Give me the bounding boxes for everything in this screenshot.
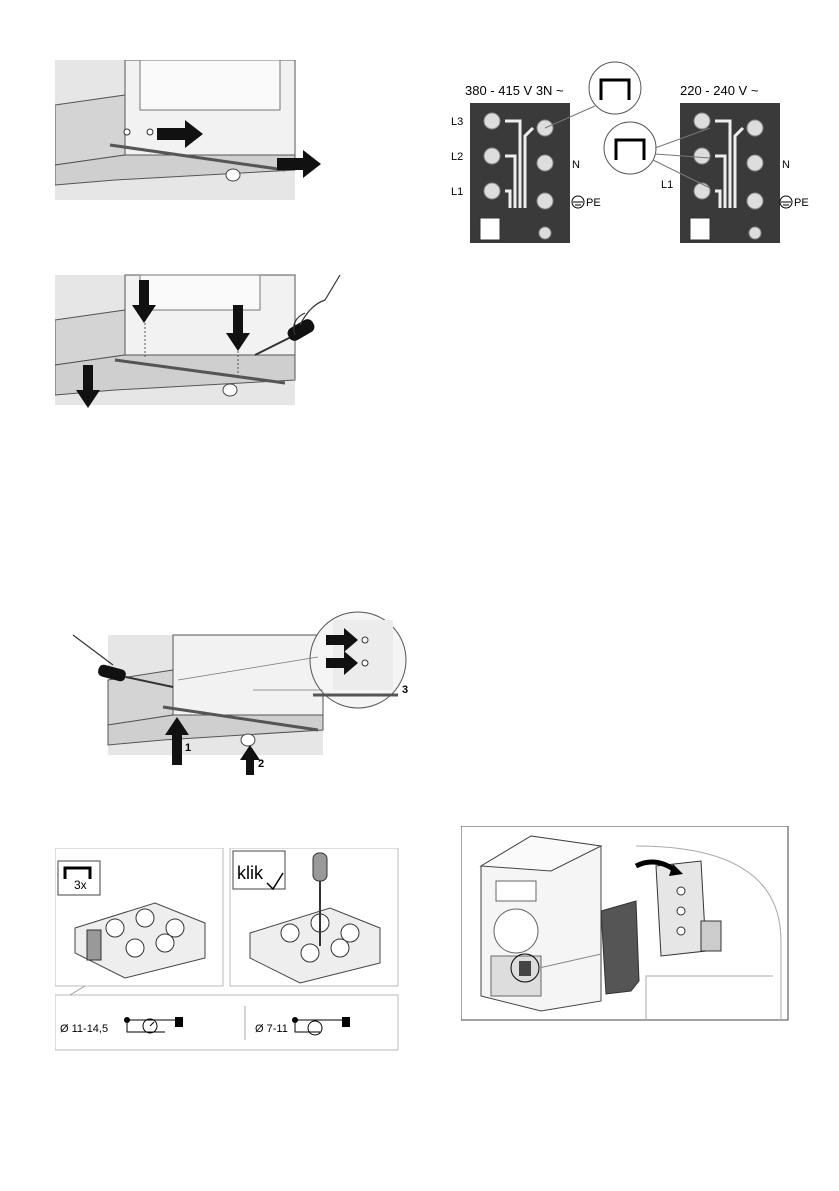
cable-small-label: Ø 7-11 <box>255 1023 288 1035</box>
label-pe: PE <box>586 197 601 209</box>
single-phase-title: 220 - 240 V ~ <box>680 83 759 98</box>
screwdriver-icon <box>72 634 174 688</box>
step-1-label: 1 <box>185 742 191 754</box>
step-2-label: 2 <box>258 758 264 770</box>
label-l1-single: L1 <box>661 179 673 191</box>
figure-rear-cover <box>461 826 789 1021</box>
cable-large-label: Ø 11-14,5 <box>60 1023 108 1035</box>
terminal-block-right <box>249 907 381 984</box>
bridge-icon <box>603 121 711 189</box>
screwdriver-icon <box>312 852 328 946</box>
cover-plate <box>600 900 640 995</box>
label-pe-single: PE <box>794 197 809 209</box>
bridge-icon <box>63 866 92 879</box>
ground-icon <box>779 195 793 209</box>
three-phase-title: 380 - 415 V 3N ~ <box>465 83 564 98</box>
arrow-up-icon <box>240 745 260 775</box>
arrow-right-icon <box>277 150 321 178</box>
ground-icon <box>571 195 585 209</box>
bridge-icon <box>544 61 642 129</box>
figure-wiring-diagrams: 380 - 415 V 3N ~ L3 L2 L1 N PE <box>445 58 815 248</box>
step-3-label: 3 <box>402 684 408 696</box>
label-n: N <box>572 159 580 171</box>
click-word: klik <box>237 863 264 883</box>
label-n-single: N <box>782 159 790 171</box>
figure-lift-panel: 1 2 3 <box>68 595 418 775</box>
arrow-right-icon <box>326 651 358 675</box>
screwdriver-icon <box>254 274 341 356</box>
arrow-right-icon <box>157 120 203 148</box>
arrow-down-icon <box>132 280 156 323</box>
bridge-count: 3x <box>74 878 87 892</box>
arrow-up-icon <box>165 717 189 765</box>
figure-slide-panel <box>55 60 345 210</box>
clamp-large-icon <box>124 1017 183 1034</box>
clamp-small-icon <box>292 1017 350 1036</box>
label-l1: L1 <box>451 186 463 198</box>
terminal-board <box>655 860 722 957</box>
arrow-right-icon <box>326 628 358 652</box>
arrow-down-icon <box>76 365 100 408</box>
appliance-body <box>479 835 603 1012</box>
arrow-down-icon <box>226 305 250 351</box>
figure-screw-panel <box>55 265 345 415</box>
label-l3: L3 <box>451 116 463 128</box>
figure-terminal-block: 3x klik Ø 11-14,5 <box>55 848 405 1053</box>
check-icon <box>266 872 284 891</box>
label-l2: L2 <box>451 151 463 163</box>
terminal-block-left <box>74 902 206 979</box>
